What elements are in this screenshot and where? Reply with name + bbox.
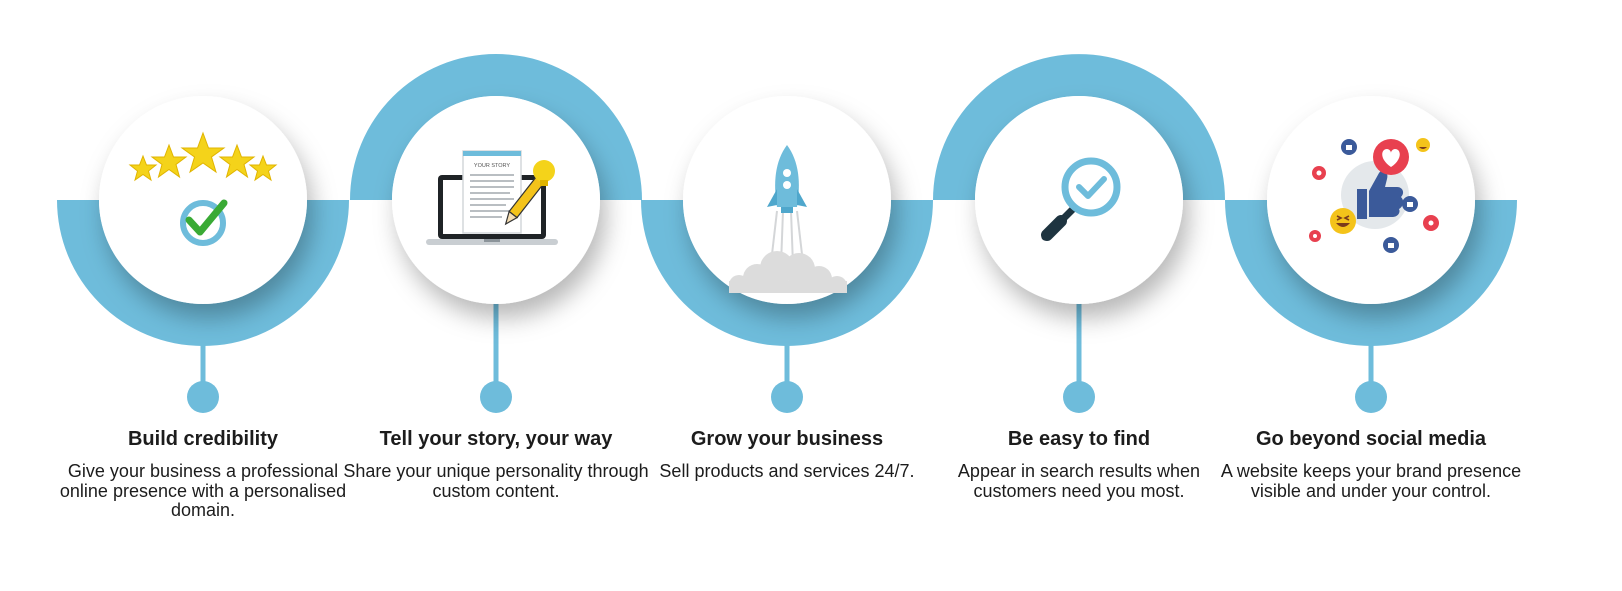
- step-description: Give your business a professional online…: [59, 461, 347, 520]
- stars-check-icon: [123, 123, 283, 283]
- step-title: Grow your business: [690, 428, 884, 450]
- step-dot: [771, 381, 803, 413]
- wave-arc-segment: [1225, 200, 1517, 346]
- magnifier-check-icon: [999, 123, 1159, 283]
- wave-arc-segment: [350, 54, 642, 200]
- wave-arc-segment: [641, 200, 933, 346]
- wave-arc-segment: [57, 200, 349, 346]
- step-dot: [187, 381, 219, 413]
- step-description: Sell products and services 24/7.: [659, 461, 915, 481]
- rocket-icon: [707, 123, 867, 296]
- social-reactions-icon: [1291, 123, 1451, 283]
- step-dot: [1063, 381, 1095, 413]
- step-title: Be easy to find: [1007, 428, 1151, 450]
- your-story-label: YOUR STORY: [474, 163, 510, 169]
- step-dot: [1355, 381, 1387, 413]
- laptop-story-icon: YOUR STORY: [416, 123, 576, 283]
- step-description: Share your unique personality through cu…: [343, 461, 649, 501]
- step-dot: [480, 381, 512, 413]
- step-description: A website keeps your brand presence visi…: [1220, 461, 1522, 501]
- step-title: Build credibility: [127, 428, 279, 450]
- step-title: Go beyond social media: [1255, 428, 1487, 450]
- step-title: Tell your story, your way: [379, 428, 613, 450]
- wave-arc-segment: [933, 54, 1225, 200]
- step-description: Appear in search results when customers …: [957, 461, 1201, 501]
